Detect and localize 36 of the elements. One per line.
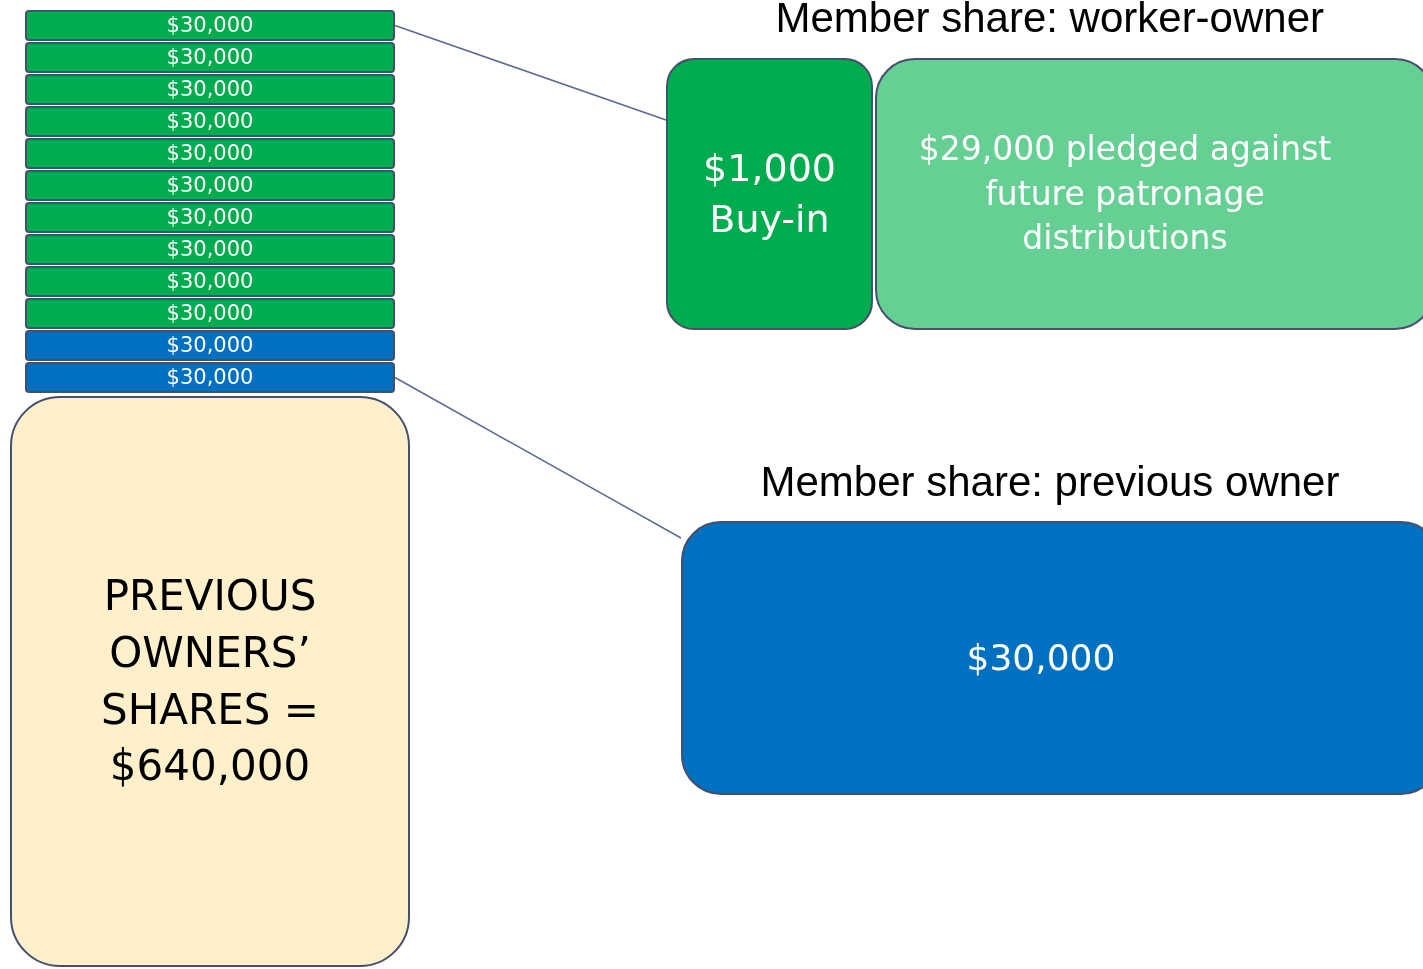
amount-text: $30,000 xyxy=(166,204,254,232)
box-text: $30,000 xyxy=(966,635,1116,680)
share-bar xyxy=(25,362,395,393)
share-bar xyxy=(25,234,395,265)
share-bar xyxy=(25,106,395,137)
amount-text: $30,000 xyxy=(166,172,254,200)
pledge-box xyxy=(875,58,1423,330)
share-bar xyxy=(25,10,395,41)
heading-text: Member share: worker-owner xyxy=(775,0,1324,42)
box-text: $29,000 pledged against future patronage distributions xyxy=(917,128,1333,260)
shares-block xyxy=(10,396,410,967)
share-bar xyxy=(25,202,395,233)
box-text: $1,000 Buy-in xyxy=(702,144,837,243)
box-text: PREVIOUS OWNERS’ SHARES = $640,000 xyxy=(100,570,320,793)
share-box xyxy=(681,521,1423,795)
heading-text: Member share: previous owner xyxy=(760,458,1340,506)
amount-text: $30,000 xyxy=(166,44,254,72)
amount-text: $30,000 xyxy=(166,108,254,136)
amount-text: $30,000 xyxy=(166,76,254,104)
amount-text: $30,000 xyxy=(166,332,254,360)
amount-text: $30,000 xyxy=(166,300,254,328)
amount-text: $30,000 xyxy=(166,236,254,264)
share-bar xyxy=(25,138,395,169)
share-bar xyxy=(25,42,395,73)
share-bar xyxy=(25,330,395,361)
share-bar xyxy=(25,170,395,201)
buy-in-box xyxy=(666,58,873,330)
leader-line xyxy=(394,24,667,121)
amount-text: $30,000 xyxy=(166,364,254,392)
share-bar xyxy=(25,298,395,329)
share-bar xyxy=(25,74,395,105)
leader-line xyxy=(394,376,682,539)
amount-text: $30,000 xyxy=(166,140,254,168)
amount-text: $30,000 xyxy=(166,268,254,296)
amount-text: $30,000 xyxy=(166,12,254,40)
share-bar xyxy=(25,266,395,297)
